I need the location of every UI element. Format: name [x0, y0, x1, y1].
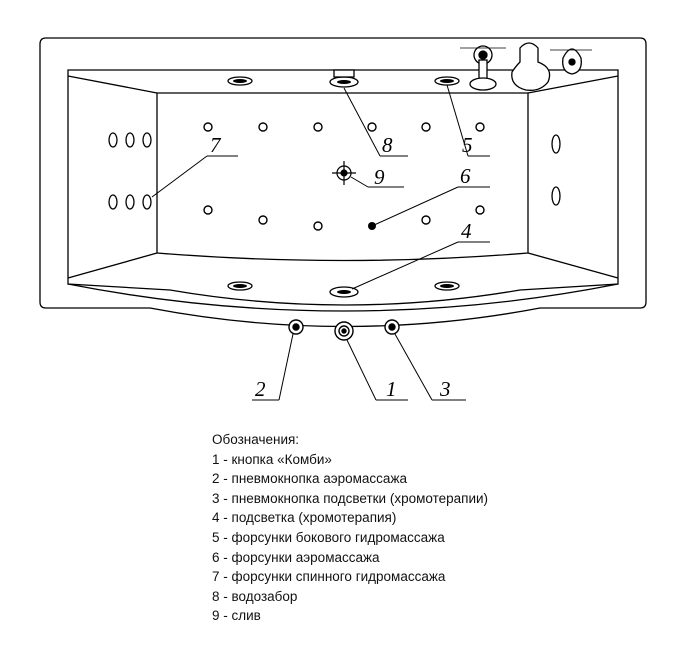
callout-8: 8 — [382, 133, 393, 157]
back-nozzle — [108, 132, 118, 148]
bathtub-diagram: 7 8 5 9 6 4 2 1 3 — [39, 37, 647, 401]
mixer-base — [469, 77, 497, 91]
leader-5 — [446, 84, 469, 157]
legend-item: 1 - кнопка «Комби» — [212, 451, 332, 467]
leader-9 — [350, 176, 369, 188]
tub-right-wall-top — [527, 75, 619, 94]
back-nozzle-right — [551, 186, 561, 206]
air-nozzle — [203, 205, 213, 215]
legend-item: 8 - водозабор — [212, 588, 298, 604]
air-nozzle — [475, 122, 485, 132]
air-nozzle — [313, 221, 323, 231]
tub-left-wall-top — [67, 75, 158, 94]
tub-inner-edge — [67, 69, 619, 306]
tub-left-wall-bottom — [67, 252, 158, 279]
side-nozzle-core — [233, 79, 247, 83]
drain-icon — [332, 161, 356, 185]
legend-item: 5 - форсунки бокового гидромассажа — [212, 529, 445, 545]
water-intake-core — [337, 80, 351, 84]
legend-item: 2 - пневмокнопка аэромассажа — [212, 471, 407, 487]
back-nozzle — [142, 132, 152, 148]
callout-5: 5 — [462, 133, 473, 157]
leader-1 — [346, 339, 377, 401]
tub-right-wall-bottom — [527, 252, 619, 279]
air-nozzle — [421, 215, 431, 225]
side-nozzle-core — [440, 284, 454, 288]
air-nozzle — [203, 122, 213, 132]
water-intake-cap — [333, 69, 355, 78]
tub-front-apron — [67, 283, 619, 312]
air-nozzle — [313, 122, 323, 132]
faucet-spout-icon — [511, 42, 551, 91]
leader-3 — [394, 333, 433, 401]
air-nozzle — [475, 205, 485, 215]
callout-6: 6 — [460, 164, 471, 188]
side-nozzle-core — [440, 79, 454, 83]
air-nozzle — [258, 215, 268, 225]
back-nozzle — [142, 194, 152, 210]
leader-2 — [278, 333, 294, 401]
legend-item: 6 - форсунки аэромассажа — [212, 549, 380, 565]
air-nozzle — [367, 122, 377, 132]
legend-item: 4 - подсветка (хромотерапия) — [212, 510, 397, 526]
back-nozzle-right — [551, 134, 561, 154]
back-nozzle — [125, 132, 135, 148]
air-nozzle — [258, 122, 268, 132]
leader-4 — [351, 241, 459, 290]
legend-item: 3 - пневмокнопка подсветки (хромотерапии… — [212, 490, 489, 506]
leader-8 — [343, 87, 381, 157]
leader-6 — [371, 186, 459, 227]
callout-7: 7 — [210, 133, 222, 157]
air-nozzle — [421, 122, 431, 132]
callout-9: 9 — [374, 165, 385, 189]
callout-1: 1 — [386, 377, 397, 401]
callout-3: 3 — [439, 377, 451, 401]
tub-outer-rim — [39, 37, 647, 328]
side-nozzle-core — [233, 284, 247, 288]
legend-item: 7 - форсунки спинного гидромассажа — [212, 569, 446, 585]
leader-7 — [151, 155, 208, 198]
chromotherapy-light-core — [337, 290, 351, 294]
back-nozzle — [108, 194, 118, 210]
tub-basin-floor — [156, 92, 529, 262]
callout-4: 4 — [461, 219, 472, 243]
legend-title: Обозначения: — [212, 432, 300, 447]
back-nozzle — [125, 194, 135, 210]
legend: Обозначения: 1 - кнопка «Комби» 2 - пнев… — [212, 430, 488, 626]
legend-item: 9 - слив — [212, 608, 261, 624]
callout-2: 2 — [255, 377, 266, 401]
